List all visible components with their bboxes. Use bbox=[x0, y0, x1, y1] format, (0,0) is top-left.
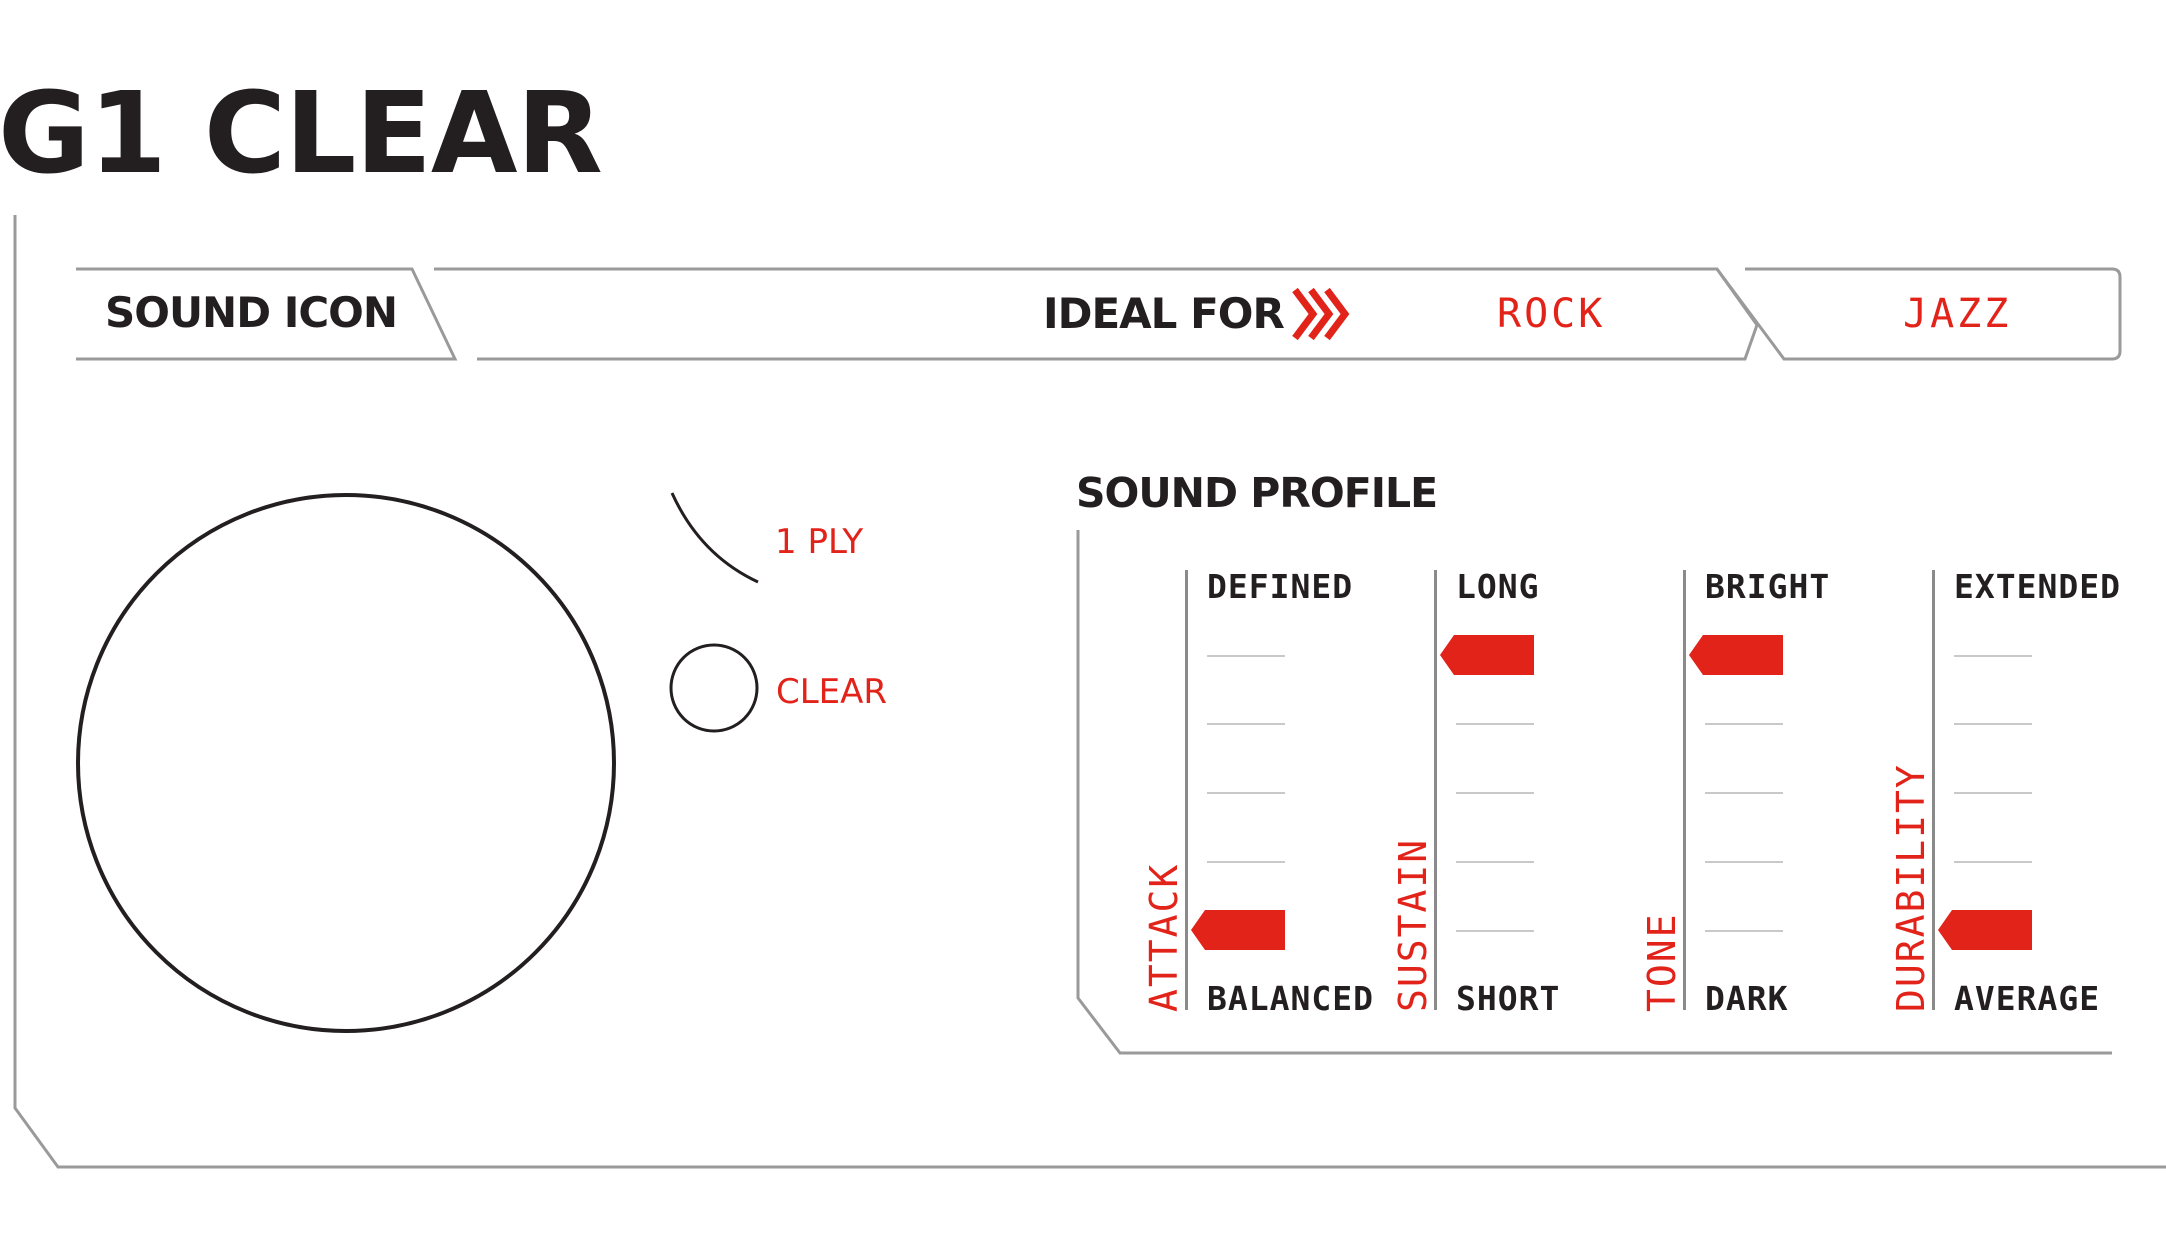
meter-name-label: ATTACK bbox=[1142, 862, 1186, 1012]
jazz-tab bbox=[1715, 267, 2122, 361]
meter-tick bbox=[1705, 723, 1783, 725]
meter-tick bbox=[1954, 723, 2032, 725]
meter-tick bbox=[1954, 792, 2032, 794]
meter-name-label: SUSTAIN bbox=[1391, 837, 1435, 1012]
meter-tick bbox=[1705, 861, 1783, 863]
sound-profile-title: SOUND PROFILE bbox=[1076, 469, 1438, 517]
meter-tick bbox=[1456, 792, 1534, 794]
ideal-for-label: IDEAL FOR bbox=[1043, 289, 1285, 338]
meter-tick bbox=[1207, 792, 1285, 794]
page-title: G1 CLEAR bbox=[0, 69, 603, 199]
meter-top-label: BRIGHT bbox=[1705, 567, 1831, 606]
meter-tick bbox=[1954, 655, 2032, 657]
meter-level-pointer bbox=[1191, 910, 1285, 950]
meter-bottom-label: BALANCED bbox=[1207, 979, 1374, 1018]
meter-tick bbox=[1954, 861, 2032, 863]
meter-level-pointer bbox=[1689, 635, 1783, 675]
sound-profile-frame bbox=[1076, 530, 2112, 1055]
clear-swatch-circle bbox=[669, 643, 759, 733]
chevron-arrows-icon bbox=[1292, 287, 1350, 341]
meter-tick bbox=[1456, 930, 1534, 932]
outer-frame-line bbox=[13, 215, 2166, 1169]
meter-bottom-label: SHORT bbox=[1456, 979, 1561, 1018]
genre-jazz: JAZZ bbox=[1903, 291, 2012, 337]
meter-tick bbox=[1705, 792, 1783, 794]
meter-tick bbox=[1456, 723, 1534, 725]
meter-level-pointer bbox=[1440, 635, 1534, 675]
meter-axis bbox=[1185, 570, 1188, 1010]
meter-tick bbox=[1456, 861, 1534, 863]
sound-icon-circle bbox=[76, 493, 616, 1033]
meter-tick bbox=[1207, 723, 1285, 725]
meter-axis bbox=[1434, 570, 1437, 1010]
meter-bottom-label: DARK bbox=[1705, 979, 1789, 1018]
sound-icon-tab-label: SOUND ICON bbox=[105, 288, 398, 337]
color-label: CLEAR bbox=[776, 672, 888, 712]
meter-axis bbox=[1683, 570, 1686, 1010]
meter-top-label: LONG bbox=[1456, 567, 1540, 606]
meter-name-label: TONE bbox=[1640, 912, 1684, 1012]
meter-name-label: DURABILITY bbox=[1889, 763, 1933, 1012]
meter-level-pointer bbox=[1938, 910, 2032, 950]
meter-top-label: EXTENDED bbox=[1954, 567, 2121, 606]
meter-axis bbox=[1932, 570, 1935, 1010]
ply-label: 1 PLY bbox=[775, 522, 864, 562]
sound-icon-tab bbox=[76, 267, 458, 361]
meter-tick bbox=[1705, 930, 1783, 932]
genre-rock: ROCK bbox=[1497, 291, 1606, 337]
meter-tick bbox=[1207, 861, 1285, 863]
meter-top-label: DEFINED bbox=[1207, 567, 1354, 606]
ply-arc-icon bbox=[670, 492, 759, 584]
meter-tick bbox=[1207, 655, 1285, 657]
meter-bottom-label: AVERAGE bbox=[1954, 979, 2101, 1018]
